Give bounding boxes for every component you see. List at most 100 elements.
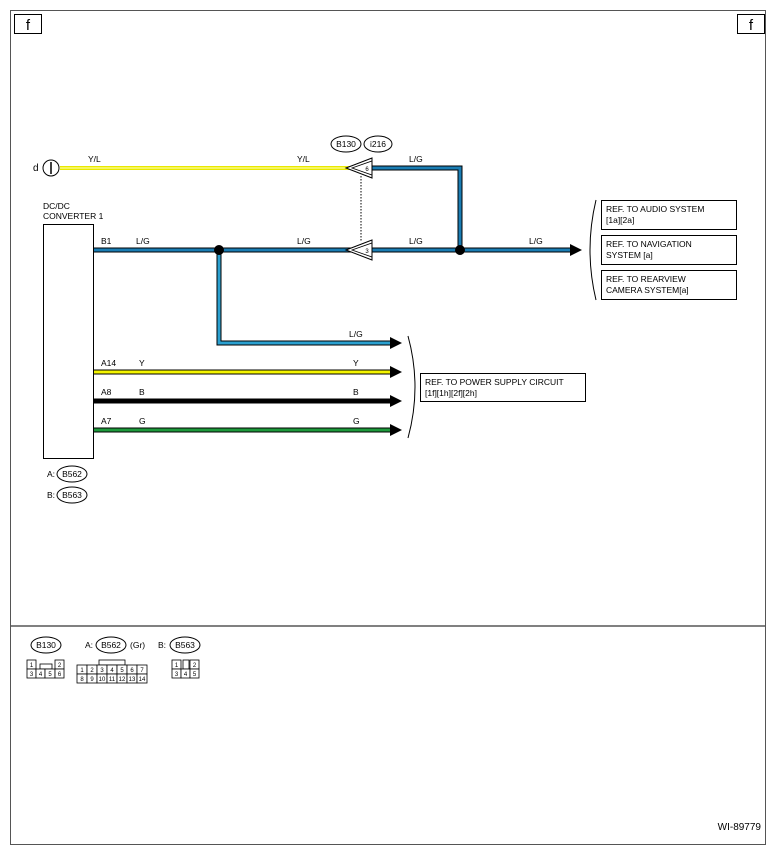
dcdc-converter-box [43,224,94,459]
legend-b563-pin: 1 [175,663,179,669]
wire-lg-branch [216,250,392,346]
legend-b563-prefix: B: [158,640,166,650]
legend-b130-pin: 4 [39,672,43,678]
module-conn-a-label: B562 [62,469,82,479]
pin-label-b1: B1 [101,236,112,246]
module-conn-b-label: B563 [62,490,82,500]
legend-b130-pins: 1 2 3 4 5 6 [26,659,65,679]
legend-b562-pin: 7 [140,668,144,674]
connector-pin-3: 3 [344,239,373,261]
pin-label-a8: A8 [101,387,112,397]
legend-b562-suffix: (Gr) [130,640,145,650]
legend-b562-pin: 4 [110,668,114,674]
legend-b562-prefix: A: [85,640,93,650]
wire-label-mid-lg: L/G [297,236,311,246]
corner-label-left: f [14,14,42,34]
module-conn-b-prefix: B: [47,490,55,500]
legend-b130-pin: 3 [30,672,34,678]
bracket-ref-top [589,199,597,301]
corner-label-right-text: f [749,17,754,34]
legend-b562-pin: 9 [90,677,94,683]
module-conn-b-badge [56,486,88,504]
legend-b130-pin: 1 [30,663,34,669]
wire-label-branch-lg: L/G [349,329,363,339]
terminal-d-label: d [33,163,39,174]
ref-audio-line2: [1a][2a] [606,215,634,225]
legend-b562-pin: 11 [109,677,116,683]
ref-power-line2: [1f][1h][2f][2h] [425,388,477,398]
legend-b563-pins: 1 2 3 4 5 [171,659,200,679]
wire-label-right-lg: L/G [409,236,423,246]
bracket-ref-power [407,335,416,439]
junction-dot-left [214,245,224,255]
wire-label-a14-y-left: Y [139,358,145,368]
module-name-line1: DC/DC [43,201,70,211]
ref-nav-line1: REF. TO NAVIGATION [606,239,692,249]
wire-label-yl-right: Y/L [297,154,310,164]
pin-6-label: 6 [365,167,369,173]
arrow-g-a7 [390,424,402,436]
legend-b563-pin: 4 [184,672,188,678]
arrow-lg-branch [390,337,402,349]
ref-power-line1: REF. TO POWER SUPPLY CIRCUIT [425,377,564,387]
corner-label-right: f [737,14,765,34]
wire-label-a7-g-left: G [139,416,146,426]
wire-label-yl-left: Y/L [88,154,101,164]
page-frame [10,10,766,845]
module-conn-a-prefix: A: [47,469,55,479]
figure-id: WI-89779 [718,822,762,833]
legend-b563-label: B563 [175,640,195,650]
pin-label-a7: A7 [101,416,112,426]
corner-label-left-text: f [26,17,31,34]
wire-label-far-right-lg: L/G [529,236,543,246]
ref-audio-line1: REF. TO AUDIO SYSTEM [606,204,704,214]
legend-b562-pin: 2 [90,668,94,674]
legend-b130-pin: 6 [58,672,62,678]
ref-cam-line2: CAMERA SYSTEM[a] [606,285,689,295]
ref-rearview-camera: REF. TO REARVIEW CAMERA SYSTEM[a] [601,270,737,300]
legend-b563: B: B563 1 2 3 4 5 [158,636,201,679]
ref-nav-line2: SYSTEM [a] [606,250,653,260]
legend-b562-pin: 5 [120,668,124,674]
terminal-d: d [33,159,60,177]
junction-dot-right [455,245,465,255]
legend-b563-pin: 3 [175,672,179,678]
wire-label-b1-lg: L/G [136,236,150,246]
pin-3-label: 3 [365,249,369,255]
module-name-line2: CONVERTER 1 [43,211,104,221]
arrow-y-a14 [390,366,402,378]
legend-b562-pins: 1 2 3 4 5 6 7 8 9 10 11 12 13 14 [76,659,148,684]
legend-b562-pin: 10 [99,677,106,683]
module-conn-a-badge [56,465,88,483]
legend-b562: A: B562 (Gr) 1 2 3 4 5 6 7 8 [76,636,148,684]
connector-i216-badge: i216 [363,135,393,153]
legend-b130: B130 1 2 3 4 5 6 [26,636,65,679]
ref-navigation-system: REF. TO NAVIGATION SYSTEM [a] [601,235,737,265]
wire-label-lg-top: L/G [409,154,423,164]
ref-cam-line1: REF. TO REARVIEW [606,274,686,284]
wire-label-a8-b-right: B [353,387,359,397]
arrow-lg-right [570,244,582,256]
legend-b562-pin: 6 [130,668,134,674]
legend-b130-pin: 2 [58,663,62,669]
wire-label-a8-b-left: B [139,387,145,397]
connector-b130-label: B130 [336,139,356,149]
legend-b130-label: B130 [36,640,56,650]
connector-i216-label: i216 [370,139,386,149]
legend-b562-pin: 13 [129,677,136,683]
legend-b562-pin: 8 [80,677,84,683]
arrow-b-a8 [390,395,402,407]
legend-b562-label: B562 [101,640,121,650]
legend-b562-pin: 12 [119,677,126,683]
ref-audio-system: REF. TO AUDIO SYSTEM [1a][2a] [601,200,737,230]
legend-b563-pin: 2 [193,663,197,669]
legend-b562-pin: 3 [100,668,104,674]
connector-pin-6: 6 [344,157,373,179]
connector-b130-badge: B130 [330,135,362,153]
pin-label-a14: A14 [101,358,116,368]
wire-label-a7-g-right: G [353,416,360,426]
legend-b563-pin: 5 [193,672,197,678]
legend-b562-pin: 14 [139,677,146,683]
legend-b130-pin: 5 [48,672,52,678]
